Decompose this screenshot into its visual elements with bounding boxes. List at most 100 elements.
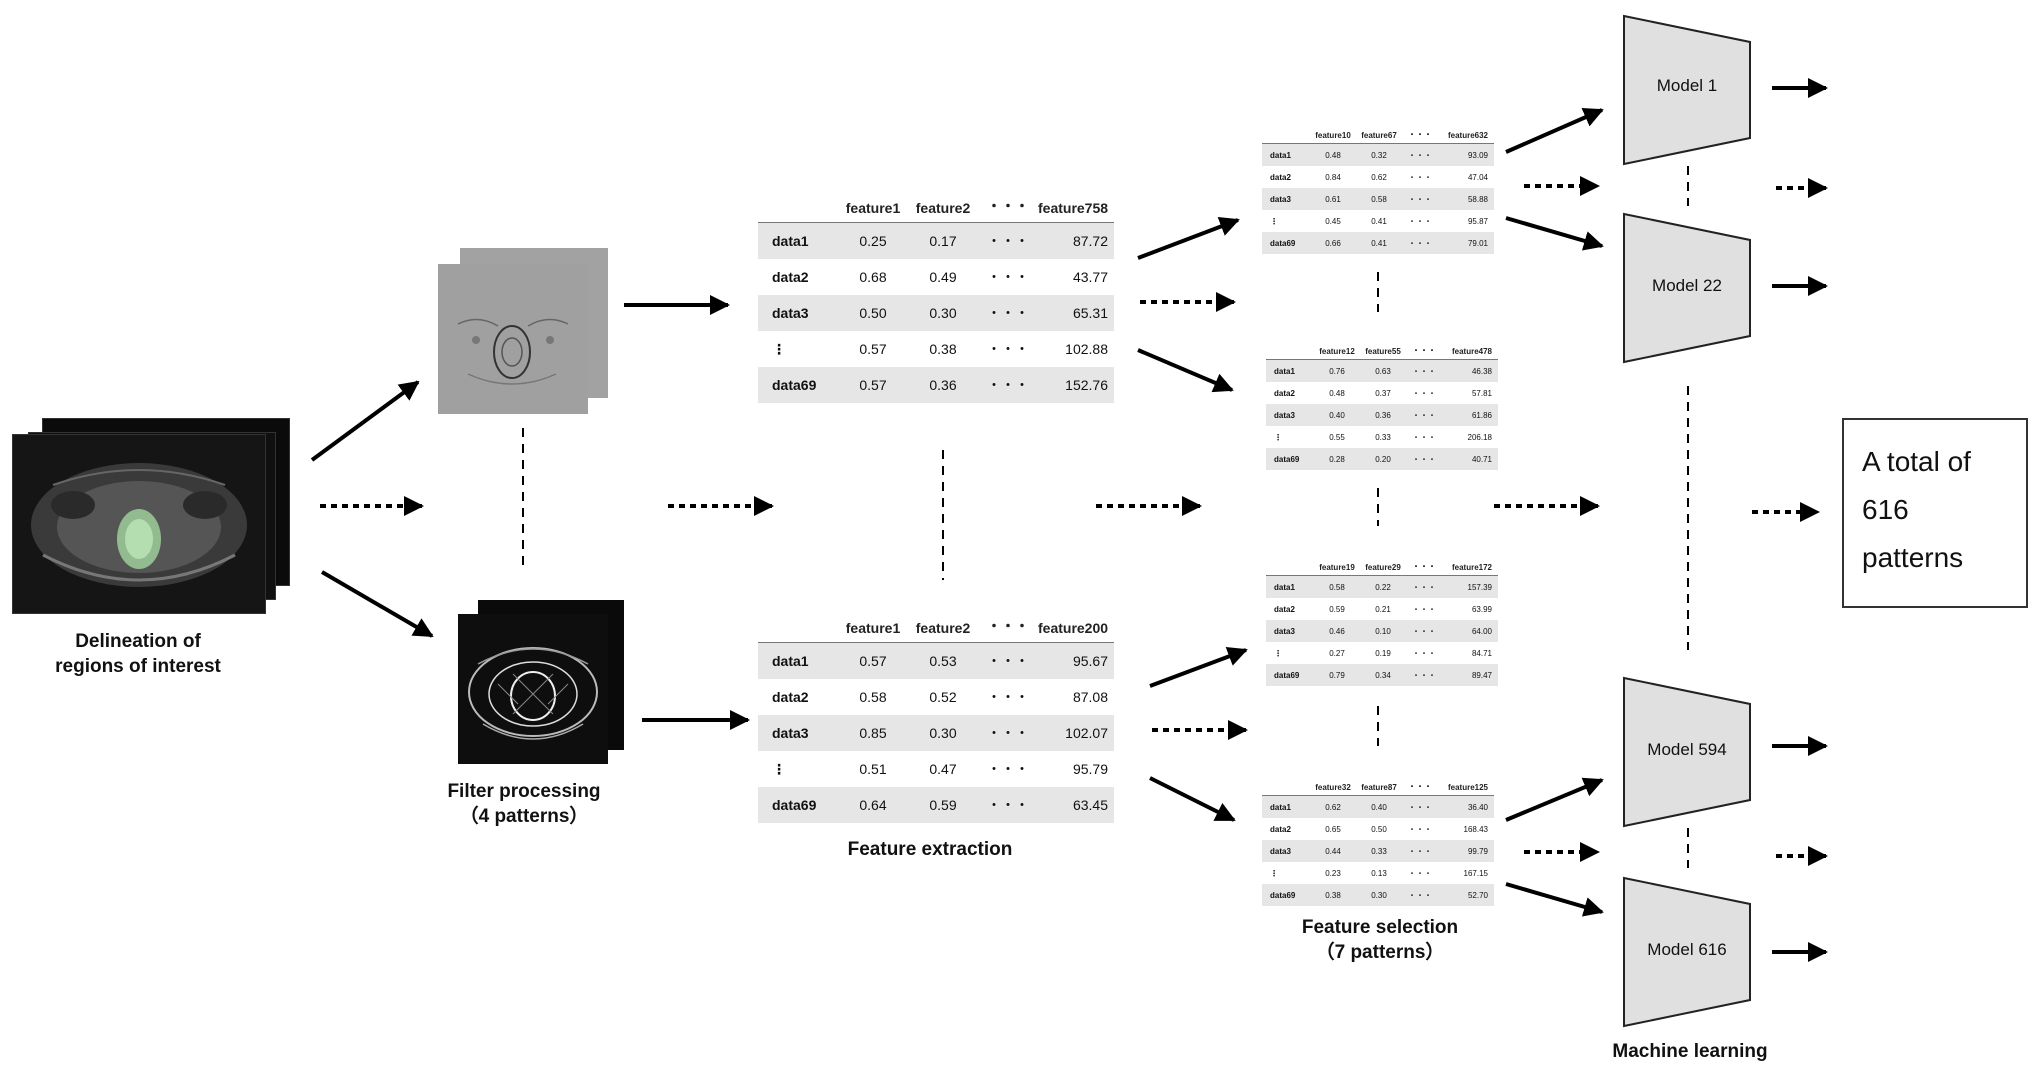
filter-caption: Filter processing （4 patterns）	[447, 781, 601, 827]
table-cell: 0.36	[908, 367, 978, 403]
table-row-label: data69	[758, 787, 838, 823]
table-cell: ・・・	[1406, 620, 1442, 642]
table-row-label: ⋮	[1274, 648, 1282, 658]
table-cell: ・・・	[1412, 388, 1436, 398]
arrow-roi-to-filter-bottom	[320, 570, 434, 638]
table-row-label: data69	[758, 367, 838, 403]
table-cell: 0.52	[929, 689, 957, 705]
table-row-label: ⋮	[1274, 432, 1282, 442]
table-cell: 89.47	[1442, 664, 1498, 686]
table-column-header: feature172	[1442, 550, 1498, 576]
table-cell: 36.40	[1438, 795, 1494, 818]
filtered-slice-front	[438, 264, 588, 414]
table-cell: 0.41	[1371, 216, 1387, 226]
table-cell: 0.57	[838, 367, 908, 403]
table-row-label: data1	[758, 222, 838, 259]
table-cell: ・・・	[1408, 868, 1432, 878]
table-cell: 0.57	[838, 642, 908, 679]
table-cell: 87.08	[1072, 689, 1108, 705]
table-column-header: ・・・	[1406, 550, 1442, 576]
table-cell: 206.18	[1467, 432, 1492, 442]
table-cell: 0.58	[1314, 575, 1360, 598]
table-cell: ・・・	[1408, 172, 1432, 182]
table-cell: 0.48	[1310, 143, 1356, 166]
model-label: Model 1	[1656, 76, 1718, 95]
table-cell: ・・・	[1402, 232, 1438, 254]
model-22-block: Model 22	[1622, 212, 1752, 364]
edge-slice-front	[458, 614, 608, 764]
table-cell: 0.40	[1314, 404, 1360, 426]
table-cell: 87.72	[1038, 222, 1114, 259]
arrow-sel1-to-model1	[1505, 108, 1604, 154]
table-cell: ・・・	[987, 761, 1029, 777]
table-corner	[1266, 334, 1314, 360]
arrow-ext2-to-sel4	[1149, 776, 1236, 822]
table-row-label: data1	[1266, 575, 1314, 598]
table-cell: 0.85	[838, 715, 908, 751]
table-cell: 168.43	[1463, 824, 1488, 834]
table-cell: 0.45	[1325, 216, 1341, 226]
table-cell: 63.99	[1471, 604, 1492, 614]
table-cell: 0.58	[859, 689, 887, 705]
table-cell: 0.46	[1314, 620, 1360, 642]
table-row-label: ⋮	[1270, 868, 1278, 878]
model-label: Model 616	[1647, 940, 1727, 959]
table-cell: 0.63	[1360, 359, 1406, 382]
table-row-label: data3	[1262, 840, 1310, 862]
table-column-header: feature10	[1310, 118, 1356, 144]
table-cell: 0.68	[859, 269, 887, 285]
table-cell: 0.20	[1360, 448, 1406, 470]
table-row-label: data69	[1262, 884, 1310, 906]
table-cell: ・・・	[1412, 648, 1436, 658]
table-column-header: feature200	[1038, 596, 1114, 643]
table-row-label: data69	[1266, 664, 1314, 686]
table-cell: 0.30	[908, 715, 978, 751]
table-cell: 0.59	[908, 787, 978, 823]
arrow-ext1-to-sel1	[1137, 217, 1240, 260]
table-cell: 0.55	[1329, 432, 1345, 442]
table-row-label: data2	[1274, 388, 1295, 398]
table-corner	[758, 596, 838, 643]
table-column-header: ・・・	[978, 596, 1038, 643]
table-column-header: feature632	[1438, 118, 1494, 144]
table-row-label: data3	[758, 715, 838, 751]
table-column-header: feature12	[1314, 334, 1360, 360]
mri-image-stack	[12, 418, 290, 614]
table-row-label: ⋮	[772, 340, 786, 357]
table-cell: 0.59	[1329, 604, 1345, 614]
roi-caption: Delineation of regions of interest	[55, 631, 221, 677]
table-cell: 0.84	[1325, 172, 1341, 182]
table-cell: ・・・	[1408, 824, 1432, 834]
table-row-label: data69	[1266, 448, 1314, 470]
arrow-roi-to-filter-top	[310, 380, 420, 462]
table-row-label: data2	[1274, 604, 1295, 614]
table-cell: ・・・	[1402, 188, 1438, 210]
model-616-block: Model 616	[1622, 876, 1752, 1028]
arrow-sel4-to-model594	[1505, 777, 1604, 822]
table-cell: 167.15	[1463, 868, 1488, 878]
table-cell: 95.67	[1038, 642, 1114, 679]
table-row-label: data1	[1262, 795, 1310, 818]
table-cell: 152.76	[1038, 367, 1114, 403]
table-cell: ・・・	[987, 269, 1029, 285]
table-row-label: data2	[772, 689, 809, 705]
table-cell: 0.27	[1329, 648, 1345, 658]
table-cell: 0.33	[1375, 432, 1391, 442]
table-cell: 102.07	[1038, 715, 1114, 751]
